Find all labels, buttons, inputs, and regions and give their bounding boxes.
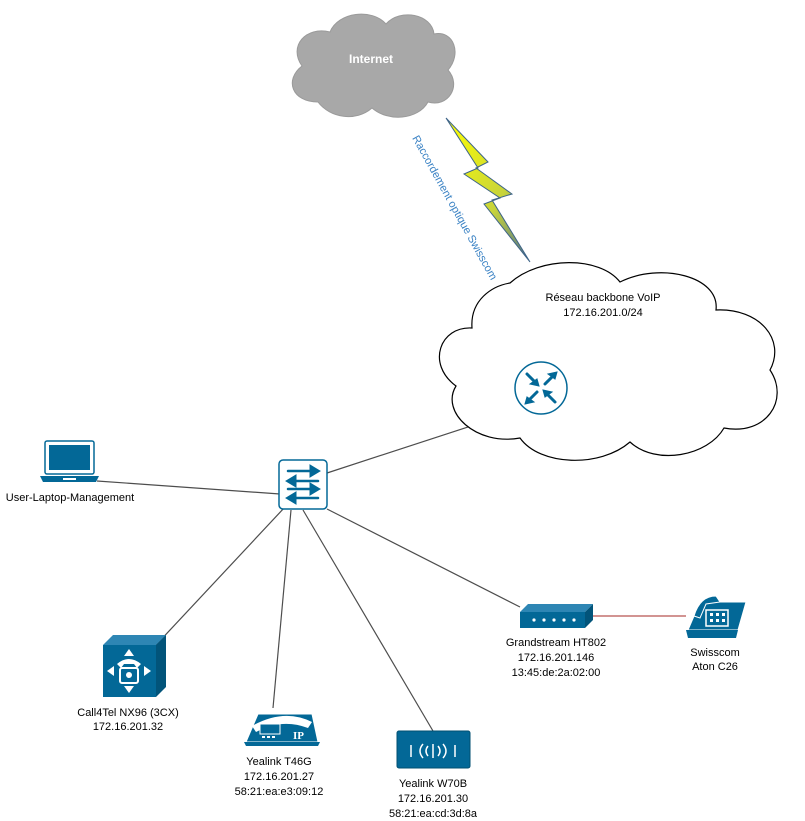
internet-label: Internet (349, 52, 393, 66)
analog-phone[interactable]: Swisscom Aton C26 (686, 595, 747, 673)
internet-cloud-shape (291, 13, 456, 118)
router[interactable] (514, 361, 568, 415)
phone-t46g-ip: 172.16.201.27 (244, 771, 314, 783)
laptop[interactable]: User-Laptop-Management (6, 440, 134, 504)
backbone-cloud-shape (438, 262, 778, 461)
phone-t46g[interactable]: IP Yealink T46G 172.16.201.27 58:21:ea:e… (235, 713, 324, 798)
dect-w70b-mac: 58:21:ea:cd:3d:8a (389, 808, 478, 820)
backbone-subnet: 172.16.201.0/24 (563, 307, 643, 319)
analog-phone-model: Aton C26 (692, 661, 738, 673)
router-icon (514, 361, 568, 415)
link-laptop-switch (96, 480, 281, 495)
phone-t46g-mac: 58:21:ea:e3:09:12 (235, 786, 324, 798)
link-switch-pbx (155, 506, 286, 646)
pbx-name: Call4Tel NX96 (3CX) (77, 707, 178, 719)
connections (96, 410, 686, 732)
backbone-name: Réseau backbone VoIP (546, 292, 661, 304)
link-switch-phone (272, 509, 292, 709)
ata-name: Grandstream HT802 (506, 637, 606, 649)
ip-text-mark: IP (293, 730, 304, 742)
laptop-icon (40, 440, 99, 482)
optical-link-bolt (445, 117, 531, 263)
dect-w70b-name: Yealink W70B (399, 778, 467, 790)
link-switch-dect (302, 509, 434, 732)
ata-ip: 172.16.201.146 (518, 652, 594, 664)
phone-t46g-name: Yealink T46G (246, 756, 311, 768)
ip-phone-icon: IP (244, 713, 320, 746)
switch-icon (278, 459, 328, 510)
ata-icon (520, 604, 593, 628)
dect-w70b-ip: 172.16.201.30 (398, 793, 468, 805)
analog-phone-name: Swisscom (690, 647, 740, 659)
ata[interactable]: Grandstream HT802 172.16.201.146 13:45:d… (506, 604, 606, 679)
link-switch-ata (326, 508, 521, 608)
switch[interactable] (278, 459, 328, 510)
analog-phone-icon (686, 595, 747, 638)
pbx-ip: 172.16.201.32 (93, 721, 163, 733)
backbone-cloud: Réseau backbone VoIP 172.16.201.0/24 (438, 262, 778, 461)
pbx[interactable]: Call4Tel NX96 (3CX) 172.16.201.32 (77, 635, 179, 733)
internet-cloud: Internet (291, 13, 456, 118)
laptop-label: User-Laptop-Management (6, 492, 134, 504)
dect-w70b[interactable]: Yealink W70B 172.16.201.30 58:21:ea:cd:3… (389, 730, 478, 820)
pbx-icon (103, 635, 166, 697)
dect-base-icon (396, 730, 471, 769)
ata-mac: 13:45:de:2a:02:00 (512, 667, 601, 679)
optical-link-label: Raccordement optique Swisscom (409, 134, 499, 283)
